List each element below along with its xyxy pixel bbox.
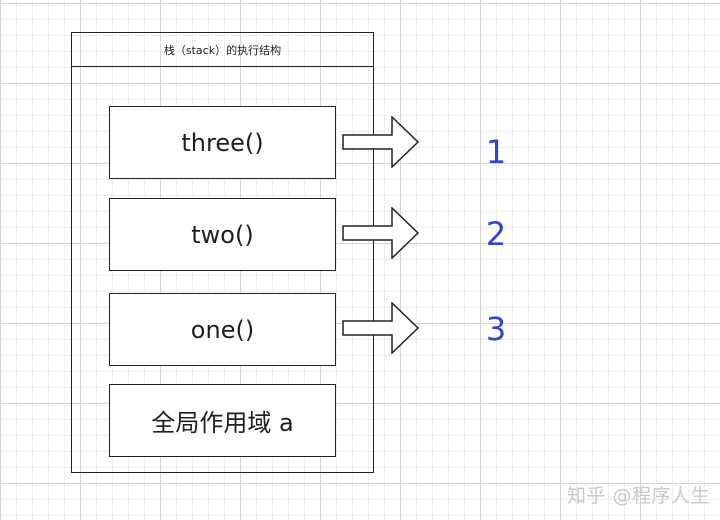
execution-order-number: 2 — [485, 215, 507, 253]
stack-frame-global-scope: 全局作用域 a — [109, 384, 336, 457]
right-arrow-icon — [342, 302, 420, 354]
execution-order-number: 1 — [485, 133, 507, 171]
right-arrow-icon — [342, 207, 420, 259]
right-arrow-icon — [342, 116, 420, 168]
stack-frame-one: one() — [109, 293, 336, 366]
stack-container: 栈（stack）的执行结构 — [71, 32, 374, 473]
execution-order-number: 3 — [485, 310, 507, 348]
stack-title: 栈（stack）的执行结构 — [72, 33, 373, 67]
stack-frame-three: three() — [109, 106, 336, 179]
watermark: 知乎 @程序人生 — [566, 485, 710, 507]
stack-frame-two: two() — [109, 198, 336, 271]
